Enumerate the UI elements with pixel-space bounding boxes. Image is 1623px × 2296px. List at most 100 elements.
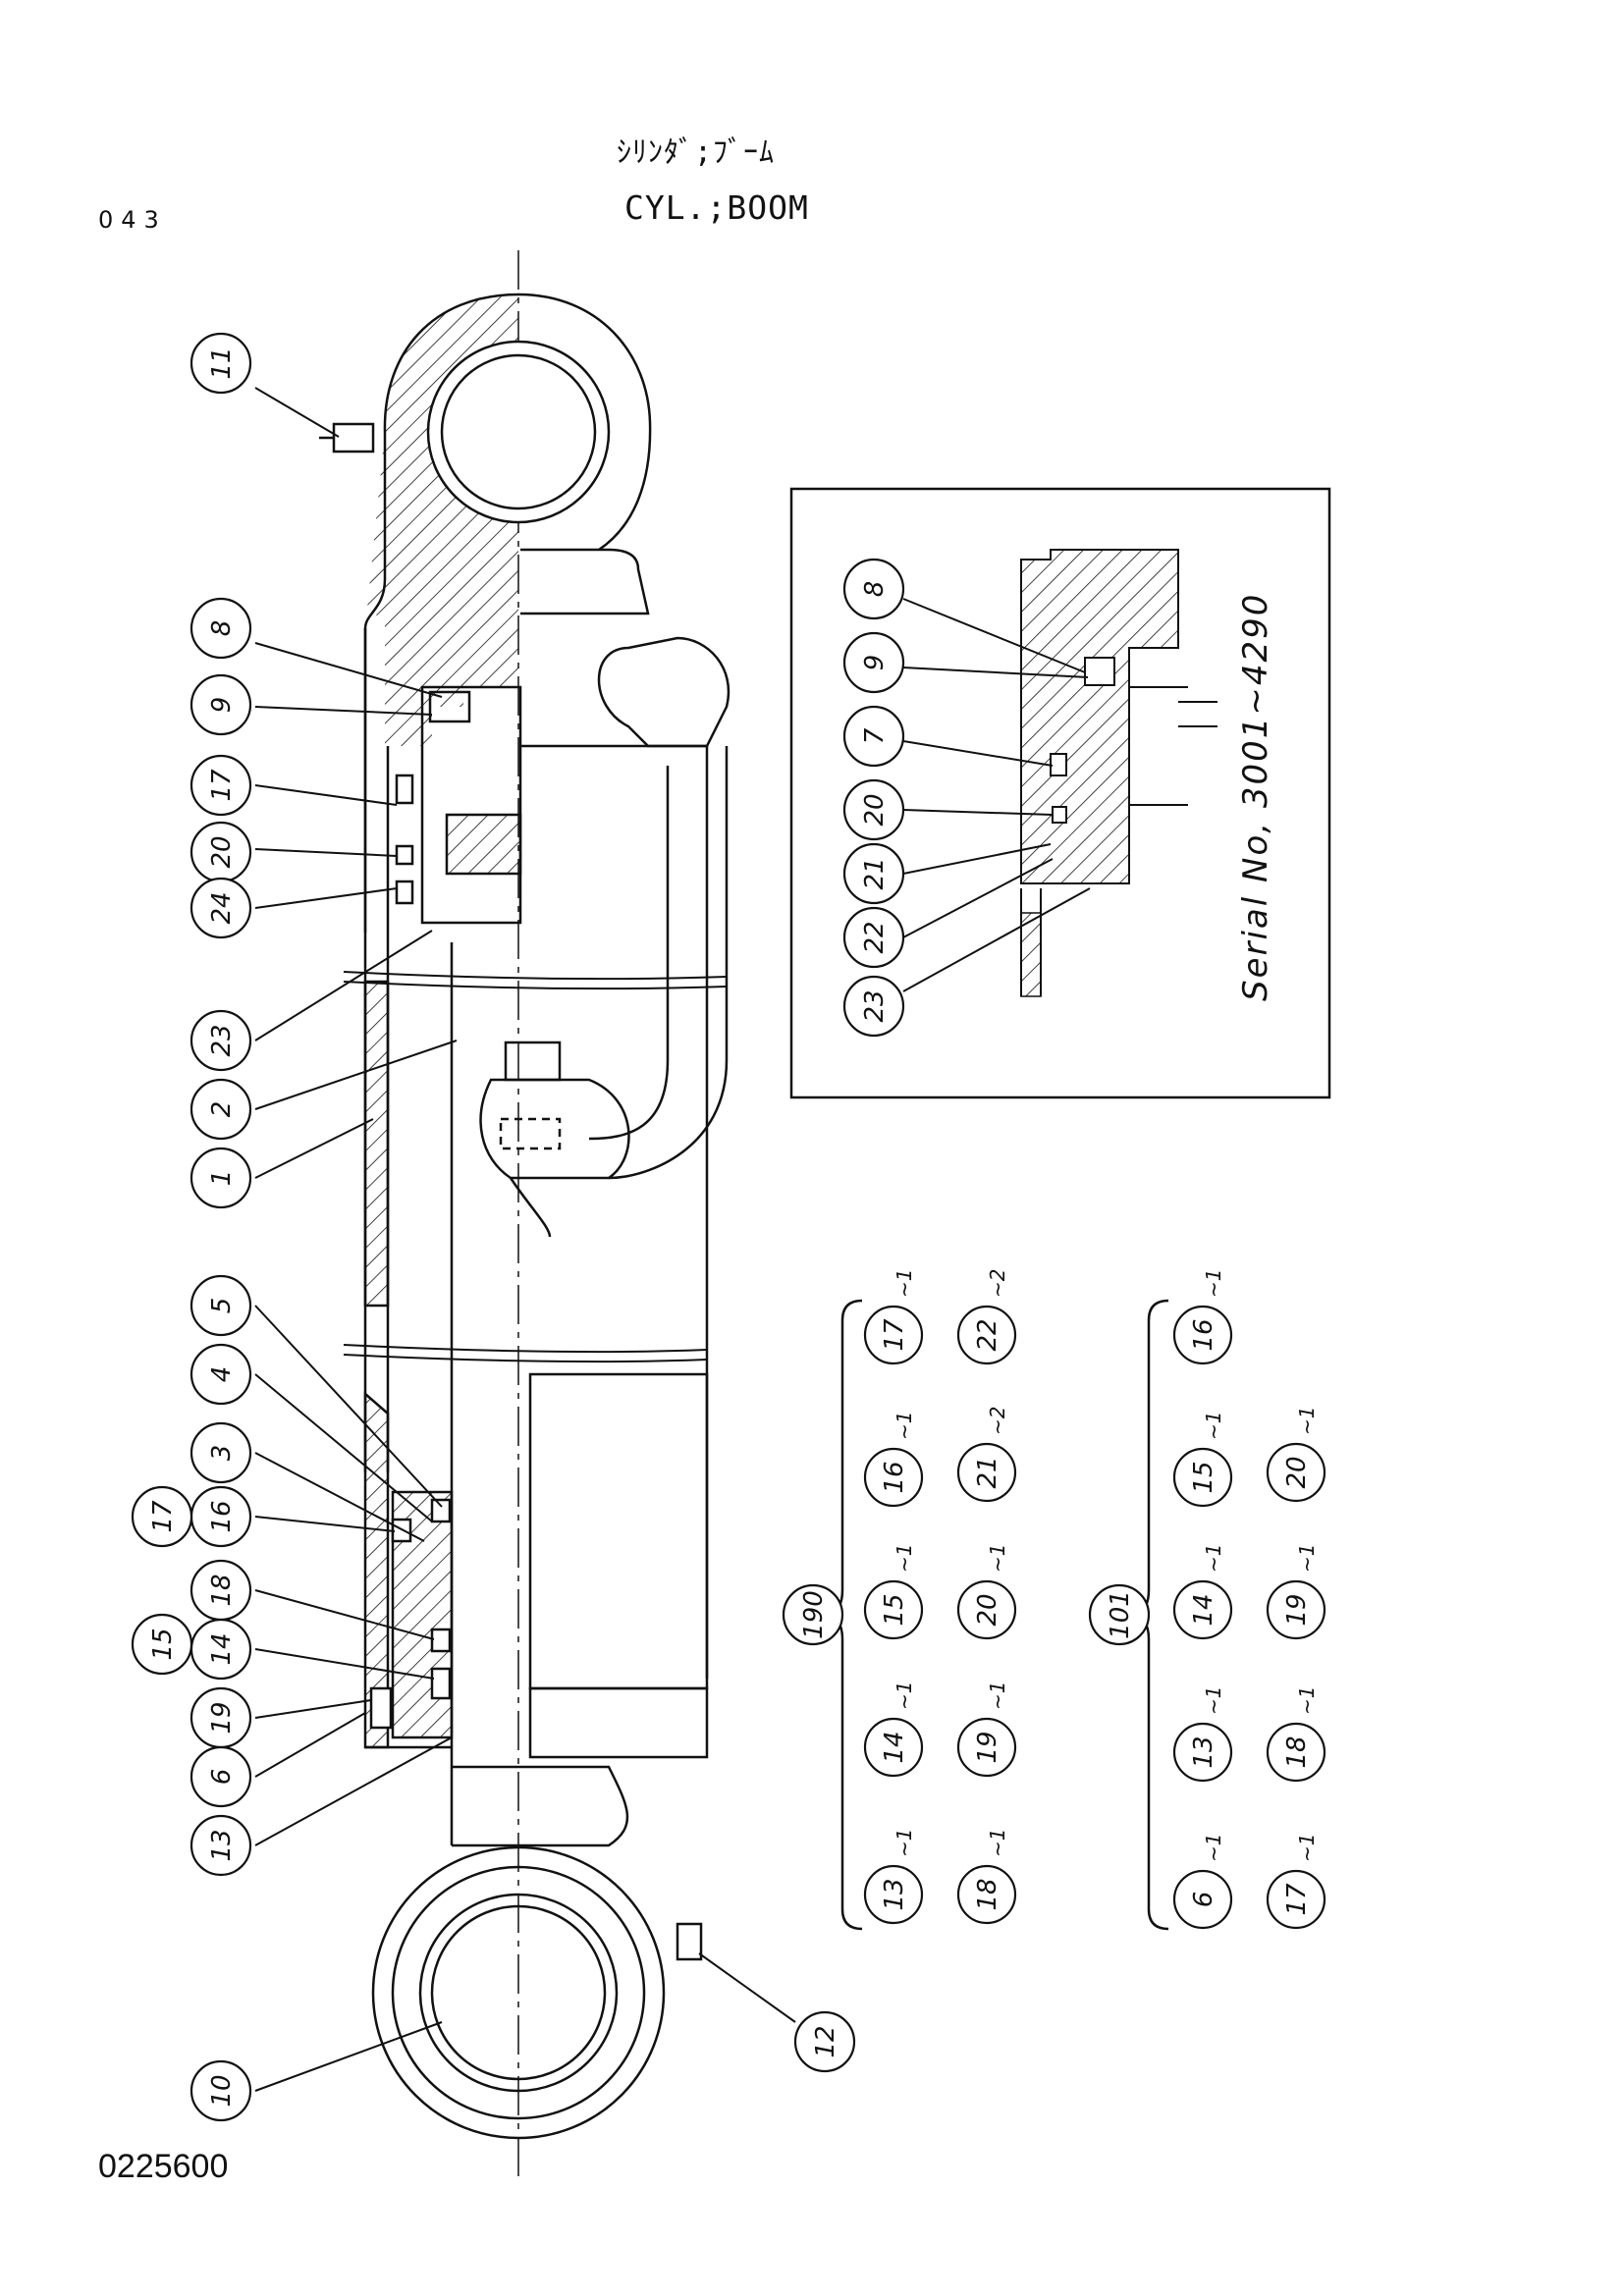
kit-101-item-14-label: 14 [1189,1593,1218,1626]
seal-box-5 [430,1498,452,1523]
kit-190-qty-15: ~1 [893,1544,916,1573]
kit-190-item-21: 21~2 [956,1407,1017,1503]
callout-10-circle [189,2059,252,2122]
gland-hatch [445,813,522,876]
serial-note: Serial No, 3001~4290 [1236,593,1275,1001]
kit-code-190-circle [782,1583,844,1646]
inset-callout-21-circle [842,842,905,905]
kit-101-qty-6: ~1 [1202,1834,1225,1862]
break-line-top-b [343,981,728,990]
seal-box-18 [430,1628,452,1653]
kit-190-qty-18: ~1 [986,1829,1009,1857]
callout-24-label: 24 [207,891,237,924]
kit-190-item-20-label: 20 [973,1593,1002,1626]
kit-190-item-18-label: 18 [973,1878,1002,1910]
kit-101-item-14: 14~1 [1172,1544,1233,1640]
callout-14-circle [189,1618,252,1681]
kit-101-item-13-circle [1172,1722,1233,1783]
callout-9: 9 [189,673,252,736]
kit-code-101: 101 [1088,1583,1151,1646]
callout-12: 12 [793,2010,856,2073]
callout-1-label: 1 [207,1170,237,1187]
head-pin-bore [426,340,611,524]
inset-callout-22-label: 22 [860,921,890,953]
inset-hatch [1020,549,1179,884]
callout-23: 23 [189,1009,252,1072]
kit-101-item-6: 6~1 [1172,1834,1233,1930]
page-number: 043 [98,206,167,234]
callout-5-circle [189,1274,252,1337]
kit-101-item-19-circle [1266,1579,1326,1640]
rod-eye-bore-inner [430,1904,607,2081]
callout-13-label: 13 [207,1829,237,1861]
grease-fitting-11 [332,422,375,454]
callout-17-circle [189,754,252,817]
callout-9-label: 9 [207,697,237,714]
callout-2-circle [189,1078,252,1141]
callout-24: 24 [189,877,252,939]
kit-190-item-22-circle [956,1305,1017,1365]
inset-callout-7-circle [842,705,905,768]
kit-190-qty-19: ~1 [986,1682,1009,1710]
kit-190-item-13: 13 ~1 [863,1829,924,1925]
kit-190-item-15-circle [863,1579,924,1640]
kit-190-item-13-label: 13 [880,1878,909,1910]
inset-callout-9-circle [842,631,905,694]
callout-14: 14 [189,1618,252,1681]
callout-8-label: 8 [207,620,237,637]
kit-190-item-16: 16~1 [863,1412,924,1508]
inset-tube-hatch [1020,912,1042,997]
callout-12-label: 12 [811,2025,840,2057]
kit-190-item-21-label: 21 [973,1456,1002,1488]
pipe-right [608,746,729,1180]
inset-leaders [902,598,1091,992]
kit-101-qty-17: ~1 [1295,1834,1319,1862]
callout-16-label: 16 [207,1500,237,1532]
kit-101-item-18: 18~1 [1266,1686,1326,1783]
inset-callout-9: 9 [842,631,905,694]
kit-101-item-15-label: 15 [1189,1461,1218,1493]
kit-101-item-15: 15~1 [1172,1412,1233,1508]
kit-190-item-13-circle [863,1864,924,1925]
pipe-left [588,766,670,1141]
cylinder-body [319,250,730,2179]
document-number: 0225600 [98,2148,229,2185]
inset-callout-21-label: 21 [860,857,890,889]
seal-box-19 [369,1686,393,1730]
pipe-hidden-port [499,1117,562,1150]
callout-6: 6 [189,1745,252,1808]
callout-4-circle [189,1343,252,1406]
callout-20: 20 [189,821,252,883]
kit-190-item-14-circle [863,1717,924,1778]
callout-20-label: 20 [207,835,237,868]
kit-190-qty-20: ~1 [986,1544,1009,1573]
callout-5: 5 [189,1274,252,1337]
inset-callout-20-circle [842,778,905,841]
kit-101-item-20-label: 20 [1282,1456,1312,1488]
kit-190-qty-17: ~1 [893,1269,916,1298]
kit-190-qty-13: ~1 [893,1829,916,1857]
break-line-mid-b [343,1354,708,1363]
callout-11: 11 [189,332,252,395]
kit-101-item-15-circle [1172,1447,1233,1508]
callout-4-label: 4 [207,1366,237,1383]
kit-190-group: 19017~122~216~121~215~120~114~119~113~11… [782,1269,1017,1925]
inset-callout-23: 23 [842,975,905,1038]
callout-2: 2 [189,1078,252,1141]
head-eye-right [517,293,652,552]
kit-190-qty-22: ~2 [986,1269,1009,1298]
kit-190-item-20-circle [956,1579,1017,1640]
callout-6-label: 6 [207,1769,237,1786]
kit-101-item-16-circle [1172,1305,1233,1365]
kit-101-item-18-circle [1266,1722,1326,1783]
pipe-fitting [504,1041,562,1082]
kit-101-item-17-circle [1266,1869,1326,1930]
kit-190-item-16-circle [863,1447,924,1508]
inset-callout-9-label: 9 [860,655,890,671]
kit-190-item-15-label: 15 [880,1593,909,1626]
inset-lines [1020,686,1217,996]
kit-190-item-17: 17~1 [863,1269,924,1365]
leader-lines [254,387,796,2092]
